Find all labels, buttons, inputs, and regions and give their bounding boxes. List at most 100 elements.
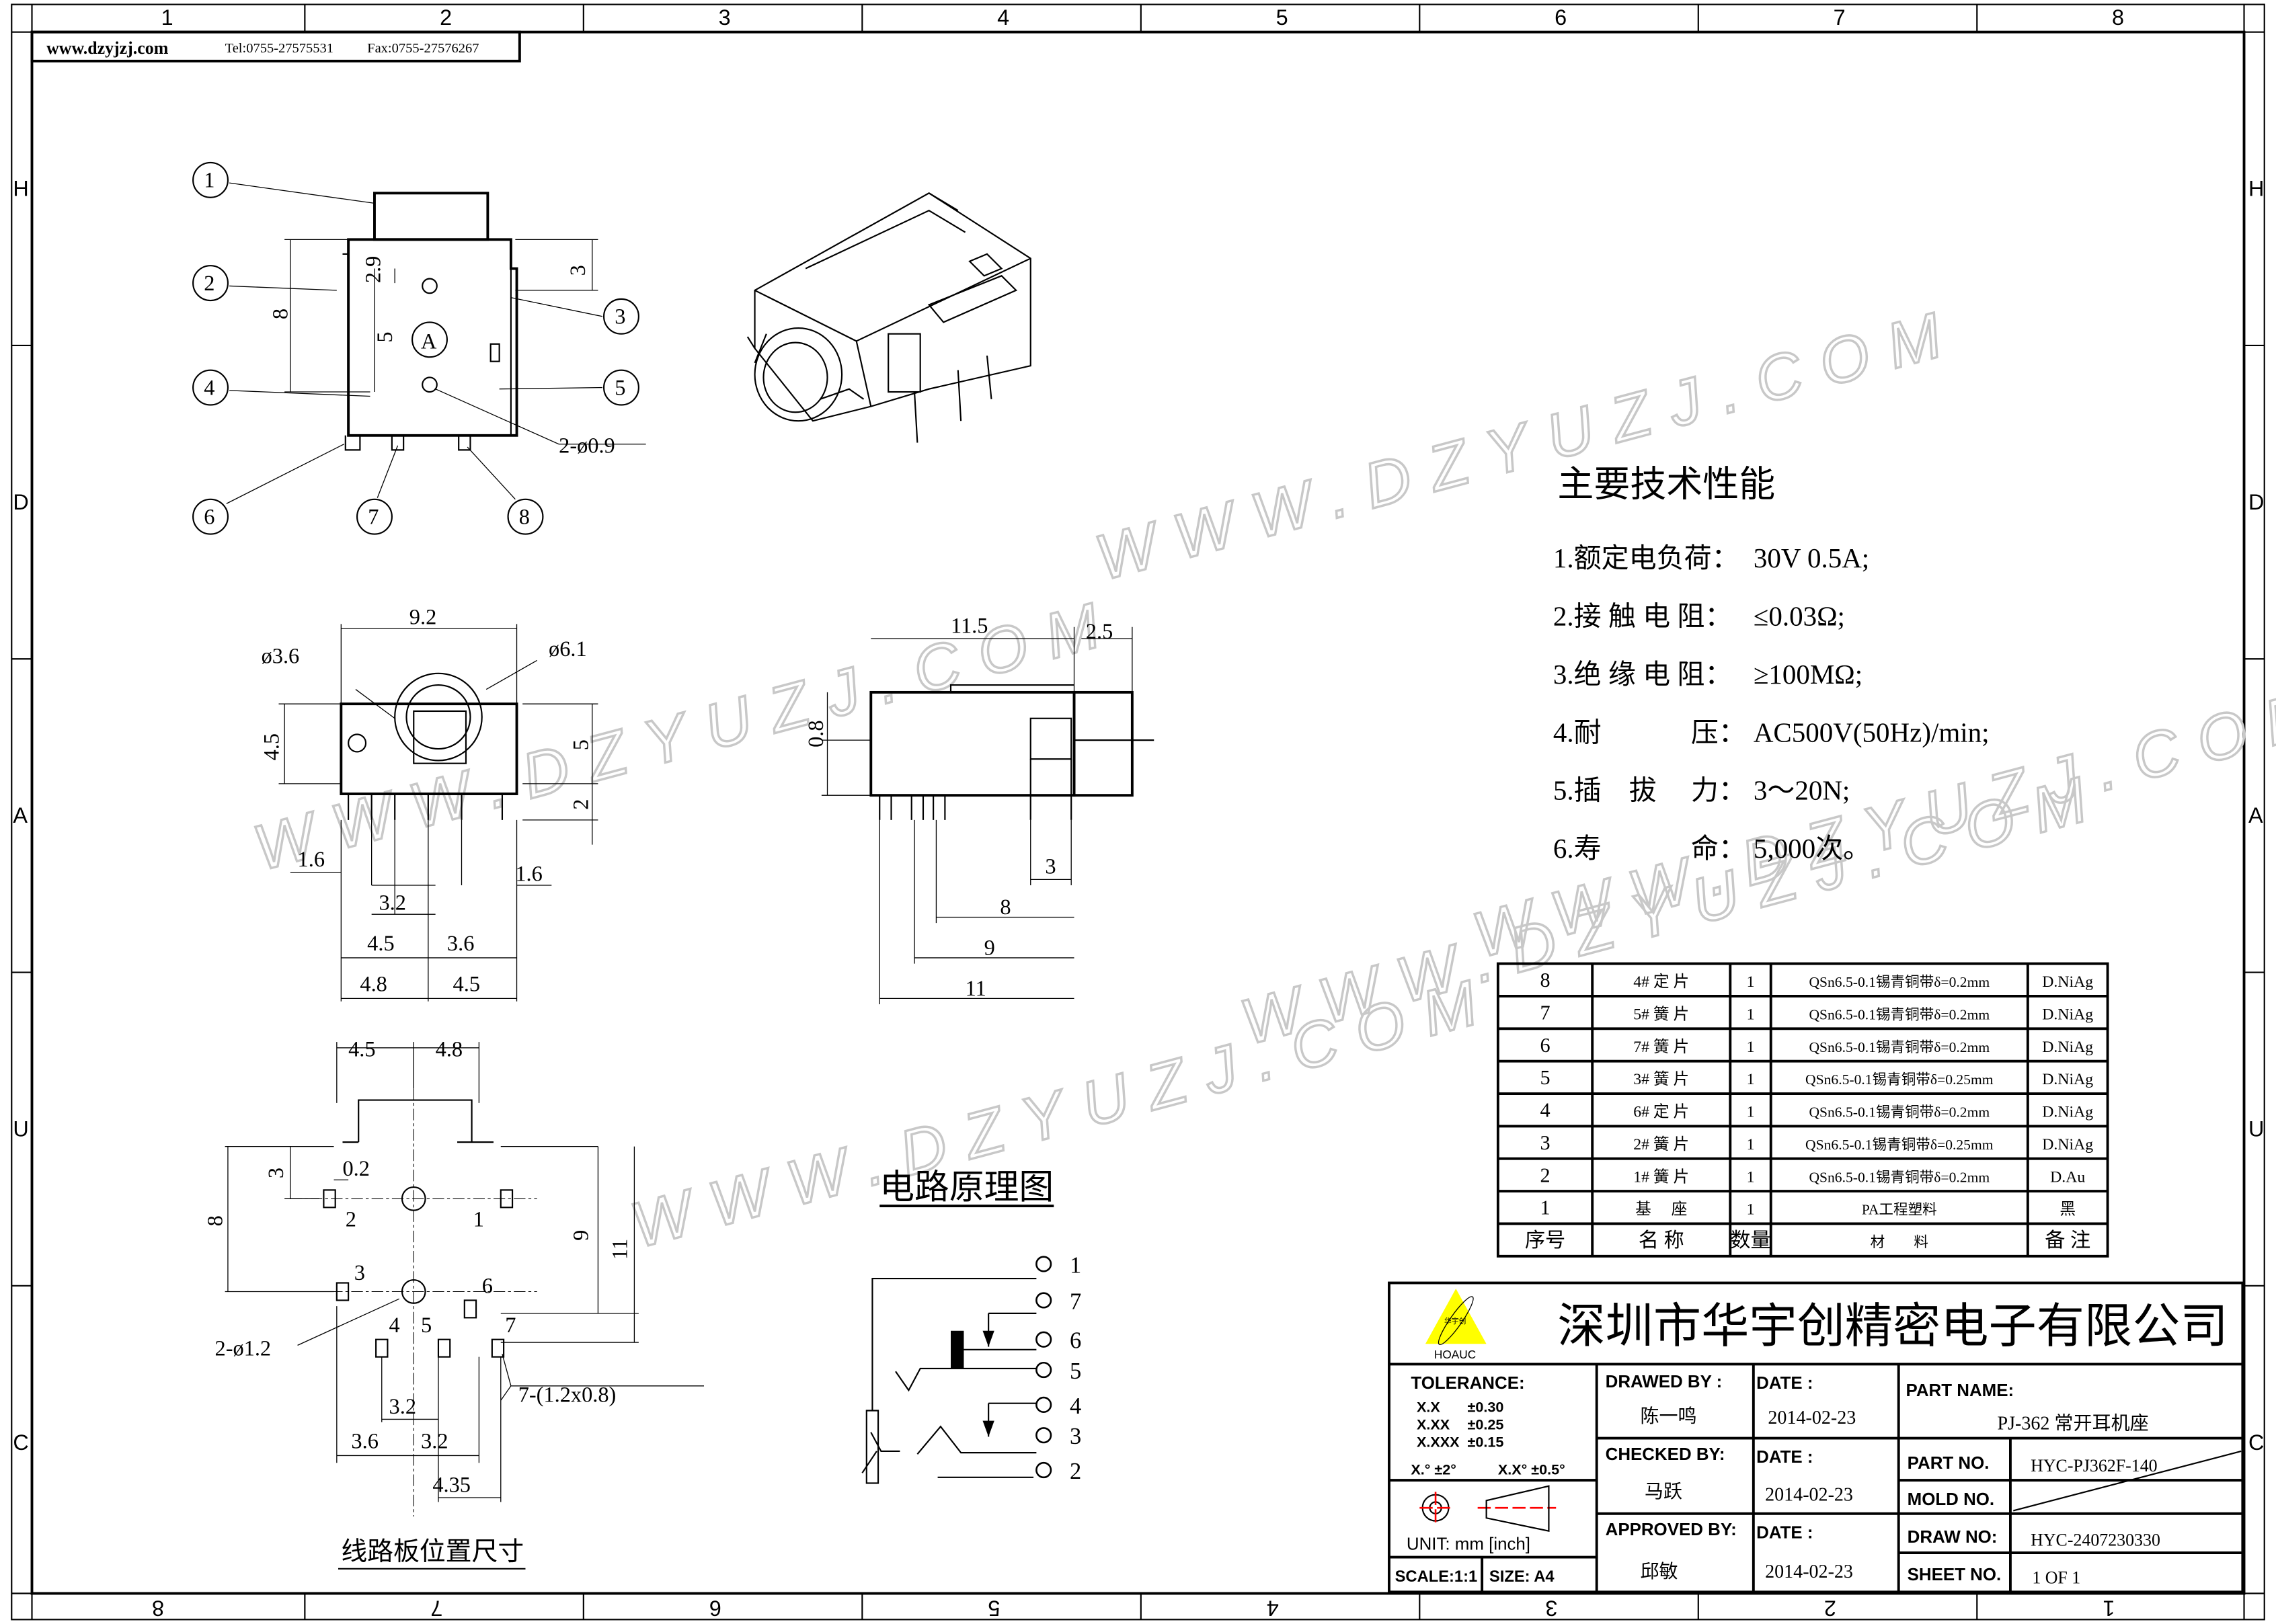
bom-cell: 6# 定 片 <box>1633 1103 1689 1121</box>
bom-cell: 7# 簧 片 <box>1633 1038 1689 1056</box>
grid-col-label: 4 <box>997 5 1009 30</box>
callout-number: 6 <box>204 505 214 529</box>
dim-11-5: 11.5 <box>951 614 988 638</box>
bom-cell: 1 <box>1747 1104 1755 1121</box>
pin-terminal <box>1035 1427 1052 1444</box>
grid-row-label: A <box>13 803 28 827</box>
dim-3: 3 <box>566 265 590 276</box>
bom-cell: 1 <box>1747 1071 1755 1088</box>
grid-col-label-bottom: 1 <box>2103 1596 2115 1620</box>
logo-text: 华宇创 <box>1444 1317 1466 1326</box>
specs-title: 主要技术性能 <box>1557 464 1775 504</box>
dim-5: 5 <box>373 331 397 342</box>
pin-terminal <box>1035 1256 1052 1272</box>
dim-11-side: 11 <box>966 977 986 1001</box>
spec-value: 3～20N; <box>1754 775 1850 806</box>
bom-cell: QSn6.5-0.1锡青铜带δ=0.2mm <box>1809 1104 1990 1121</box>
approved-by: 邱敏 <box>1640 1561 1678 1582</box>
sheet-no: 1 OF 1 <box>2032 1568 2080 1587</box>
pcb-dim-3: 3 <box>264 1168 288 1178</box>
bom-cell: QSn6.5-0.1锡青铜带δ=0.25mm <box>1805 1071 1994 1088</box>
pad-label-4: 4 <box>389 1313 400 1338</box>
part-name-label: PART NAME: <box>1906 1381 2014 1400</box>
pin-label: 7 <box>1070 1289 1081 1314</box>
dim-9-side: 9 <box>984 936 995 961</box>
bom-cell: 6 <box>1540 1034 1550 1057</box>
bom-cell: QSn6.5-0.1锡青铜带δ=0.2mm <box>1809 1039 1990 1055</box>
bom-cell: 1 <box>1747 1201 1755 1219</box>
date-label: DATE : <box>1756 1448 1813 1467</box>
tol-key: X.XX <box>1417 1416 1450 1433</box>
bom-cell: 数量 <box>1730 1229 1770 1252</box>
bom-cell: D.Au <box>2050 1168 2085 1186</box>
pcb-dim-4-8: 4.8 <box>436 1038 463 1062</box>
grid-col-label: 1 <box>161 5 173 30</box>
draw-no: HYC-2407230330 <box>2031 1530 2160 1549</box>
dim-4-5-b: 4.5 <box>453 973 480 997</box>
grid-col-label-bottom: 8 <box>152 1596 164 1620</box>
pin-terminal <box>1035 1331 1052 1348</box>
dim-2-5: 2.5 <box>1086 620 1113 644</box>
grid-col-label-bottom: 7 <box>430 1596 442 1620</box>
pcb-dim-11: 11 <box>609 1239 633 1260</box>
callout-number: 7 <box>368 505 379 529</box>
callout-number: 4 <box>204 376 214 400</box>
drawed-date: 2014-02-23 <box>1768 1408 1856 1428</box>
dim-8: 8 <box>268 309 292 319</box>
bom-cell: 2# 簧 片 <box>1633 1135 1689 1153</box>
bom-cell: QSn6.5-0.1锡青铜带δ=0.2mm <box>1809 1169 1990 1185</box>
part-no-label: PART NO. <box>1908 1454 1990 1473</box>
grid-col-label-bottom: 6 <box>709 1596 721 1620</box>
grid-row-label-right: H <box>2248 177 2264 201</box>
spec-value: 30V 0.5A; <box>1754 542 1869 573</box>
checked-by: 马跃 <box>1645 1481 1682 1502</box>
title-block: 华宇创 HOAUC 深圳市华宇创精密电子有限公司 TOLERANCE: X.X … <box>1388 1281 2244 1594</box>
company-name: 深圳市华宇创精密电子有限公司 <box>1557 1301 2228 1353</box>
approved-date: 2014-02-23 <box>1765 1561 1853 1582</box>
fax: Fax:0755-27576267 <box>367 41 479 56</box>
pad-label-3: 3 <box>354 1261 365 1285</box>
dim-4-5-v: 4.5 <box>260 733 284 760</box>
bom-cell: 1 <box>1747 973 1755 991</box>
date-label: DATE : <box>1756 1523 1813 1542</box>
bom-cell: 3 <box>1540 1131 1550 1154</box>
bom-cell: 1 <box>1747 1168 1755 1186</box>
pad-label-1: 1 <box>473 1207 484 1231</box>
spec-label: 3.绝 缘 电 阻： <box>1553 659 1733 690</box>
unit: UNIT: mm [inch] <box>1407 1535 1530 1554</box>
bom-cell: D.NiAg <box>2042 1039 2093 1056</box>
pcb-dim-3-2-a: 3.2 <box>389 1395 416 1419</box>
spec-label: 4.耐 压： <box>1553 717 1746 747</box>
dim-3-6: 3.6 <box>447 932 474 956</box>
pcb-title: 线路板位置尺寸 <box>341 1537 524 1566</box>
tol-key: X.XXX <box>1417 1433 1460 1450</box>
pad-label-2: 2 <box>346 1207 356 1231</box>
bom-cell: 1 <box>1747 1006 1755 1023</box>
grid-col-label-bottom: 5 <box>988 1596 1000 1620</box>
dim-2-v: 2 <box>569 799 593 810</box>
company-logo: 华宇创 HOAUC <box>1425 1289 1487 1361</box>
dim-1-6-right: 1.6 <box>515 862 542 887</box>
callout-circle <box>356 498 393 535</box>
pcb-layout-view: 4.5 4.8 3 0.2 8 9 11 2-ø1.2 7-(1.2x0.8) … <box>203 1038 705 1570</box>
grid-col-label-bottom: 2 <box>1824 1596 1836 1620</box>
part-no: HYC-PJ362F-140 <box>2031 1456 2157 1475</box>
tol-value: ±0.15 <box>1468 1433 1504 1450</box>
angle-tol: X.X° ±0.5° <box>1498 1461 1565 1477</box>
bom-cell: QSn6.5-0.1锡青铜带δ=0.2mm <box>1809 1006 1990 1022</box>
date-label: DATE : <box>1756 1374 1813 1393</box>
bom-cell: 5# 簧 片 <box>1633 1005 1689 1023</box>
grid-col-label: 7 <box>1834 5 1846 30</box>
pcb-dim-3-2-b: 3.2 <box>421 1430 448 1454</box>
website-link[interactable]: www.dzyjzj.com <box>46 38 169 58</box>
callout-circle <box>192 265 229 302</box>
drawed-by-label: DRAWED BY : <box>1606 1373 1723 1391</box>
bom-cell: 8 <box>1540 969 1550 991</box>
